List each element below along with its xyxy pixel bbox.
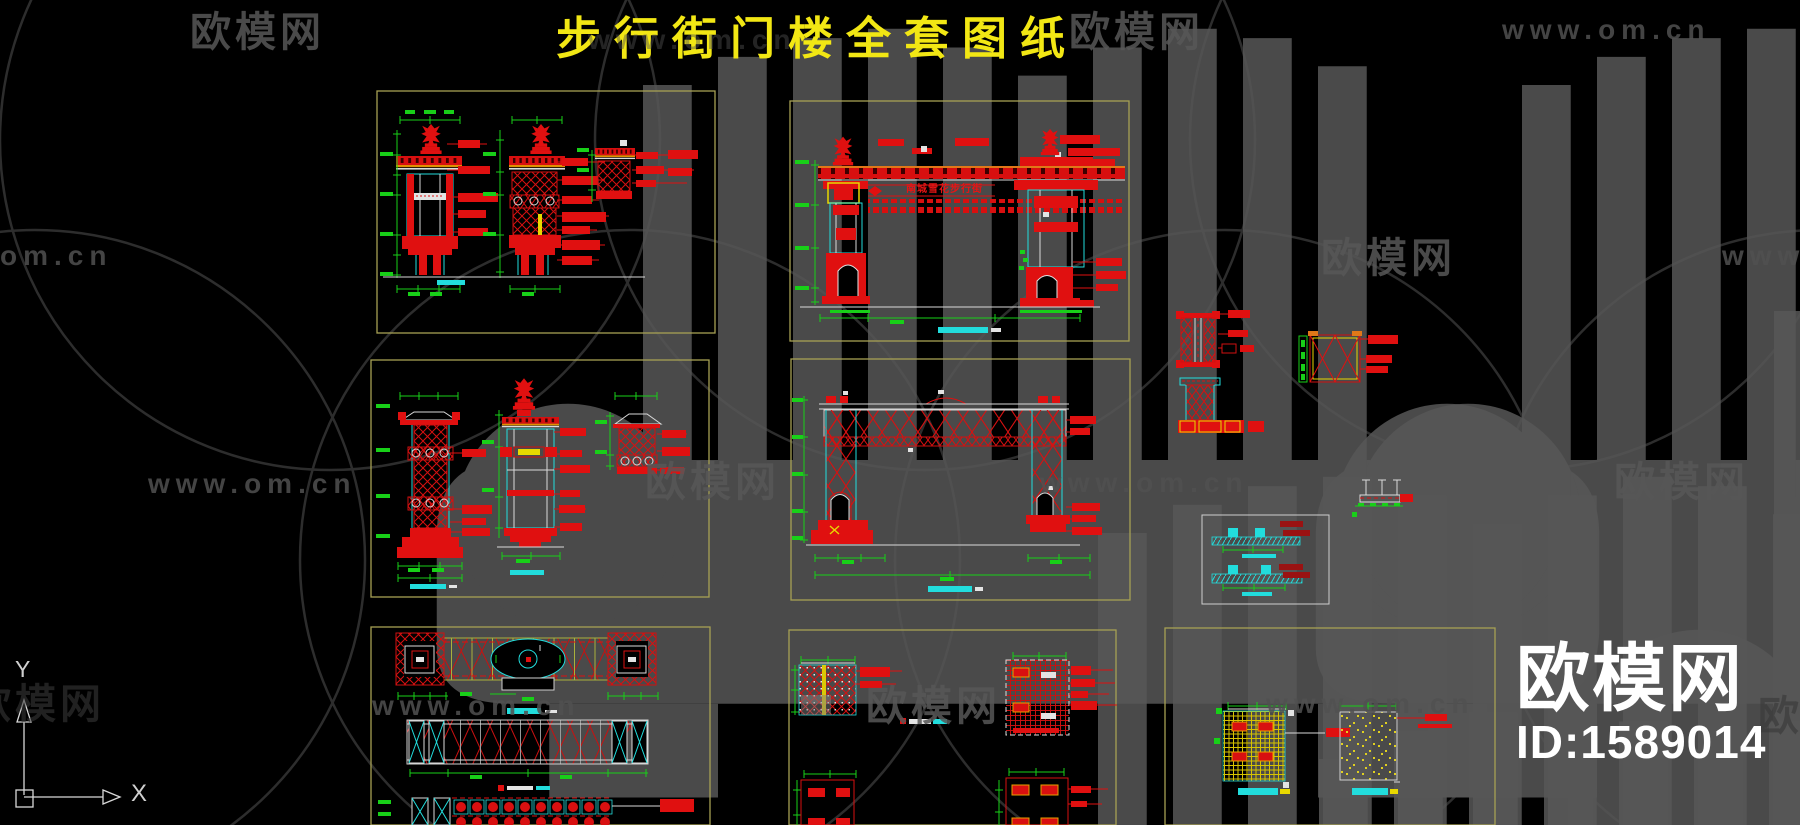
panel-plan-views[interactable] [370,626,711,825]
watermark-brand-partial: 欧模网 [1758,693,1800,739]
site-logo-text: 欧模网 [1516,637,1744,720]
panel-beam-sections[interactable] [1201,514,1330,605]
drawing-label [437,280,465,285]
detail-column-section-b[interactable] [1178,377,1264,433]
drawing-label [938,327,988,333]
watermark-brand: 欧模网 [190,9,325,55]
drawing-label [510,570,544,575]
panel-hatch-details[interactable] [788,629,1117,825]
watermark-url: www.om.cn [372,690,581,721]
sheet-title: 步行街门楼全套图纸 [556,13,1079,64]
watermark-url-partial: om.cn [0,240,113,271]
watermark-brand: 欧模网 [1069,9,1204,55]
finial-icon [420,124,442,154]
watermark-url: www.om.cn [1266,688,1475,719]
drawing-label [1242,554,1276,558]
watermark-url-partial: www. [1722,240,1800,271]
detail-panel-section-c[interactable] [1298,331,1398,383]
drawing-label [1238,788,1278,795]
drawing-label [507,708,541,714]
panel-gate-structure-elevation[interactable] [790,358,1131,601]
watermark-brand: 欧模网 [866,683,1001,729]
drawing-label [933,719,947,724]
watermark-brand-partial: 欧模网 [0,681,105,727]
ucs-icon [15,697,122,808]
watermark-brand: 欧模网 [1321,235,1456,281]
watermark-url: www.om.cn [1040,467,1249,498]
watermark-url: www.om.cn [148,468,357,499]
drawing-label [1242,592,1272,596]
watermark-brand: 欧模网 [645,459,780,505]
panel-material-samples[interactable] [1164,627,1496,825]
gate-sign-text: 南城雪花步行街 [906,184,983,195]
model-id-text: ID:1589014 [1516,716,1767,768]
drawing-label [928,586,972,592]
drawing-label [536,786,550,790]
watermark-brand: 欧模网 [1614,459,1749,505]
panel-gate-front-elevation[interactable] [789,100,1130,342]
watermark-url: www.om.cn [588,24,797,55]
detail-column-section-a[interactable] [1176,310,1254,368]
panel-column-details[interactable] [370,359,710,598]
detail-railing-d[interactable] [1352,479,1413,517]
ucs-y-label: Y [15,656,31,682]
panel-column-elevations-top[interactable] [376,90,716,334]
watermark-url: www.om.cn [1502,14,1711,45]
ucs-x-label: X [131,780,148,807]
drawing-label [410,584,446,589]
drawing-label [1352,788,1388,795]
